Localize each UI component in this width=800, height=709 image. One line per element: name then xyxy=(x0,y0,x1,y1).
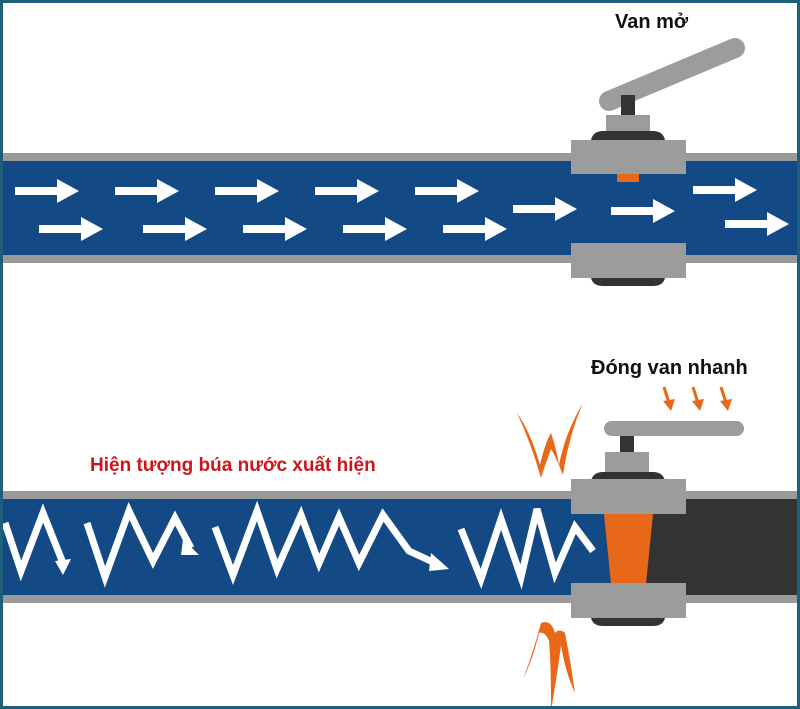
down-arrow-icon xyxy=(662,386,675,411)
zigzag-wave xyxy=(3,503,67,582)
zigzag-wave xyxy=(211,500,437,585)
valve-cap-top xyxy=(591,131,665,140)
valve-cap-bottom xyxy=(591,618,665,626)
flow-arrow-icon xyxy=(115,179,179,203)
valve-flange-top xyxy=(571,479,686,514)
flow-arrow-icon xyxy=(443,217,507,241)
valve-flange-bottom xyxy=(571,243,686,278)
flow-arrow-icon xyxy=(343,217,407,241)
valve-cap-top xyxy=(591,472,665,481)
pipe-wall-top xyxy=(3,491,797,499)
valve-close-fast-label: Đóng van nhanh xyxy=(591,357,748,379)
valve-gate-open xyxy=(617,174,639,182)
flow-arrows xyxy=(15,178,789,241)
flow-arrow-icon xyxy=(243,217,307,241)
water-hammer-diagram xyxy=(3,38,797,706)
shock-burst-bottom-icon xyxy=(523,622,575,706)
flow-arrow-icon xyxy=(513,197,577,221)
zigzag-wave xyxy=(83,501,195,588)
valve-handle-closed xyxy=(604,421,744,436)
flow-arrow-icon xyxy=(415,179,479,203)
valve-handle-open xyxy=(599,38,745,111)
flow-arrow-icon xyxy=(215,179,279,203)
water-flow xyxy=(3,161,797,255)
valve-gate-closed xyxy=(604,514,653,584)
valve-cap-bottom xyxy=(591,278,665,286)
valve-open-label: Van mở xyxy=(615,11,689,33)
flow-arrow-icon xyxy=(39,217,103,241)
zigzag-wave xyxy=(457,508,596,590)
flow-arrow-icon xyxy=(725,212,789,236)
closing-force-arrows xyxy=(662,386,732,411)
top-pipe xyxy=(3,153,797,263)
valve-stem xyxy=(621,95,635,117)
flow-arrow-icon xyxy=(693,178,757,202)
zigzag-pressure-waves xyxy=(3,500,596,590)
flow-arrow-icon xyxy=(611,199,675,223)
valve-stem xyxy=(620,436,634,453)
wave-arrowhead xyxy=(181,539,199,555)
shock-burst-top-icon xyxy=(517,403,583,478)
pipe-wall-top xyxy=(3,153,797,161)
shock-burst-icons xyxy=(517,403,583,706)
closed-valve xyxy=(571,421,744,626)
valve-flange-top xyxy=(571,140,686,174)
pipe-wall-bottom xyxy=(3,255,797,263)
empty-pipe-downstream xyxy=(643,499,797,595)
open-valve xyxy=(571,38,745,286)
flow-arrow-icon xyxy=(15,179,79,203)
water-hammer-label: Hiện tượng búa nước xuất hiện xyxy=(90,455,376,476)
pipe-wall-bottom xyxy=(3,595,797,603)
wave-arrowhead xyxy=(429,553,449,571)
flow-arrow-icon xyxy=(143,217,207,241)
wave-arrowhead xyxy=(55,559,71,575)
flow-arrow-icon xyxy=(315,179,379,203)
down-arrow-icon xyxy=(691,386,704,411)
down-arrow-icon xyxy=(719,386,732,411)
valve-flange-bottom xyxy=(571,583,686,618)
bottom-pipe xyxy=(3,491,797,603)
